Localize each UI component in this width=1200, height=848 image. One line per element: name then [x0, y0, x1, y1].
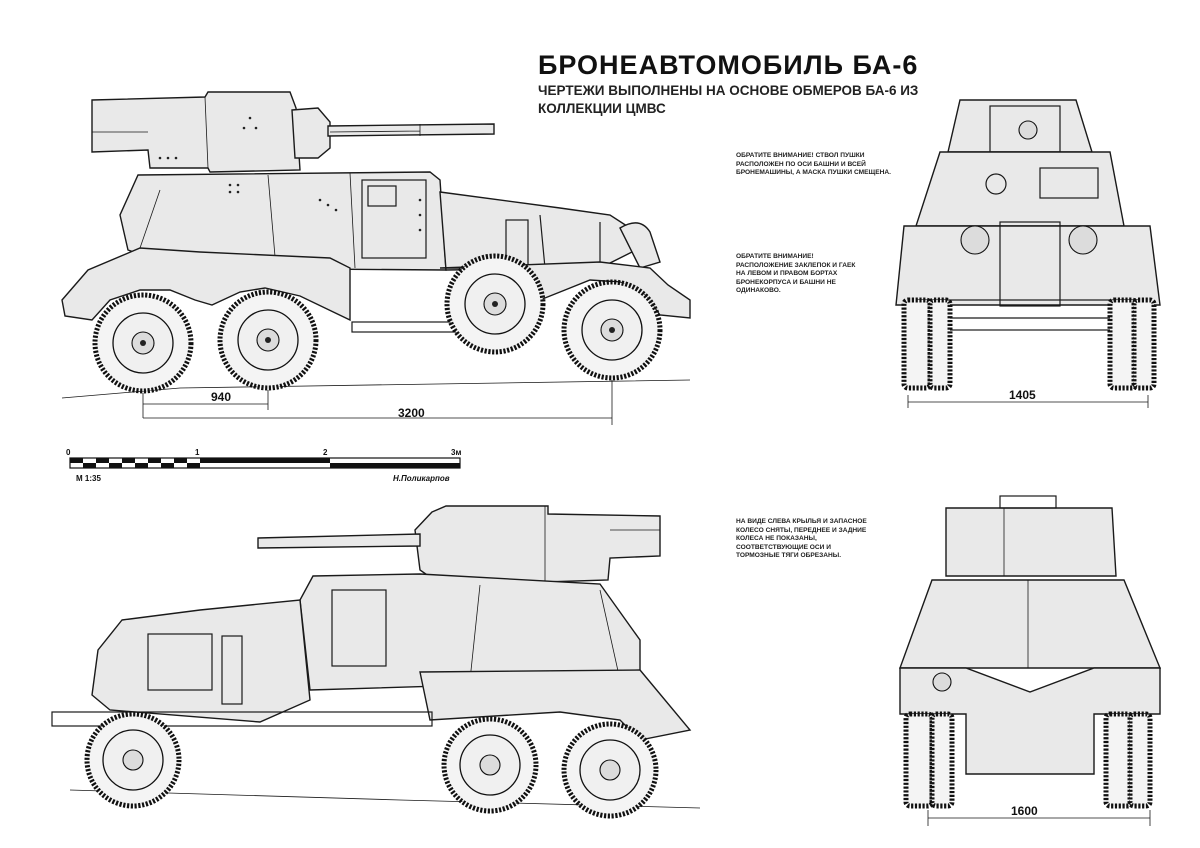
front-lower-hull [895, 225, 1161, 306]
rear-upper-hull [899, 579, 1162, 669]
note-gun-offset: ОБРАТИТЕ ВНИМАНИЕ! СТВОЛ ПУШКИ РАСПОЛОЖЕ… [736, 152, 892, 177]
dim-rear-track: 1600 [1011, 804, 1038, 818]
note-rivets: ОБРАТИТЕ ВНИМАНИЕ! РАСПОЛОЖЕНИЕ ЗАКЛЕПОК… [736, 253, 856, 295]
rear-hull [439, 191, 637, 271]
left-mid-wheel [441, 716, 539, 814]
gun-barrel [327, 123, 495, 137]
dim-axle-spacing: 940 [211, 390, 232, 404]
rear-turret [945, 507, 1117, 577]
scale-label: М 1:35 [76, 474, 101, 483]
left-gun-barrel [257, 533, 421, 549]
scale-bar [69, 457, 461, 469]
side-view-left [51, 505, 701, 819]
side-door [361, 179, 427, 259]
scale-tick-0: 0 [66, 448, 71, 457]
front-view [895, 99, 1161, 408]
dim-front-track: 1405 [1009, 388, 1036, 402]
note-left-view: НА ВИДЕ СЛЕВА КРЫЛЬЯ И ЗАПАСНОЕ КОЛЕСО С… [736, 518, 867, 560]
dim-wheelbase: 3200 [398, 406, 425, 420]
turret [91, 91, 301, 173]
drawing-subtitle-line2: КОЛЛЕКЦИИ ЦМВС [538, 101, 666, 116]
drawing-title: БРОНЕАВТОМОБИЛЬ БА-6 [538, 50, 919, 80]
front-upper-hull [915, 151, 1125, 227]
left-door [331, 589, 387, 667]
scale-tick-2: 2 [323, 448, 328, 457]
author-signature: Н.Поликарпов [393, 474, 450, 483]
rear-wheel [561, 279, 663, 381]
scale-tick-3: 3м [451, 448, 462, 457]
rear-view [899, 495, 1162, 826]
scale-tick-1: 1 [195, 448, 200, 457]
gun-mantlet [291, 107, 331, 159]
side-view-right [61, 91, 691, 425]
middle-wheel [217, 289, 319, 391]
drawing-subtitle-line1: ЧЕРТЕЖИ ВЫПОЛНЕНЫ НА ОСНОВЕ ОБМЕРОВ БА-6… [538, 83, 919, 98]
front-wheel [92, 292, 194, 394]
left-front-wheel [84, 711, 182, 809]
front-fender [61, 247, 351, 322]
spare-wheel [444, 253, 546, 355]
left-rear-wheel [561, 721, 659, 819]
left-bonnet [91, 599, 311, 723]
left-turret [414, 505, 661, 585]
